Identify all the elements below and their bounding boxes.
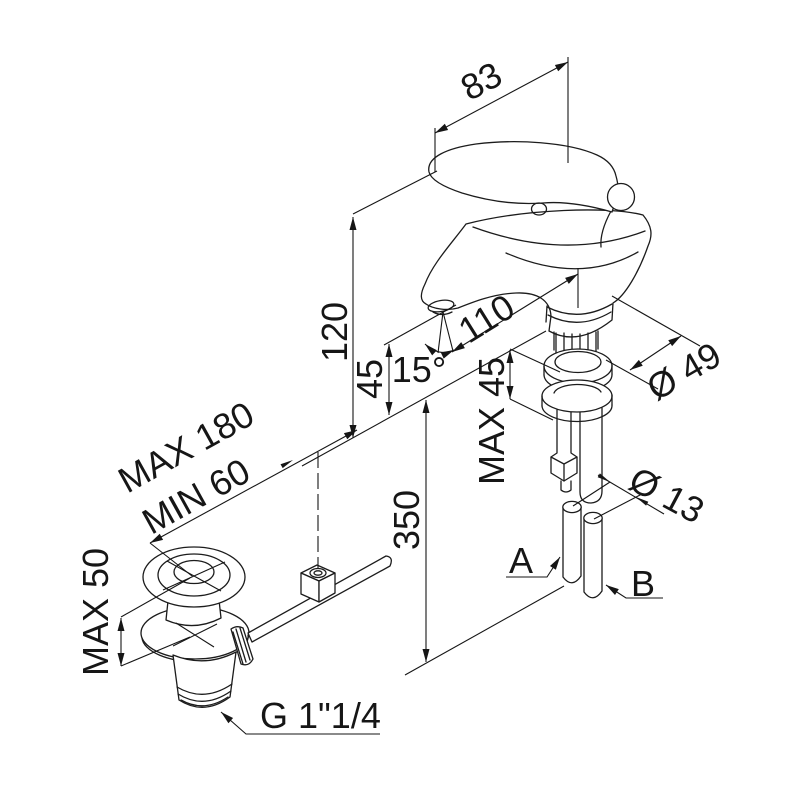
mounting-washer-top bbox=[543, 348, 613, 393]
mixer-handle bbox=[428, 141, 619, 213]
angle-arc-15 bbox=[424, 343, 455, 359]
supply-pipe-upper bbox=[579, 407, 603, 504]
dim-label-max45: MAX 45 bbox=[471, 357, 512, 485]
base-side bbox=[545, 305, 548, 323]
thread-label: G 1"1/4 bbox=[260, 695, 381, 736]
faucet-assembly bbox=[420, 141, 652, 599]
leader-pipe-b bbox=[605, 584, 663, 599]
pipe-end-level-line bbox=[404, 585, 565, 676]
ext-max45-top bbox=[509, 348, 561, 373]
ext-handle-top bbox=[352, 170, 438, 215]
arrow-min60 bbox=[280, 460, 293, 469]
ext-max50-top bbox=[120, 577, 191, 618]
ext-max45-bottom bbox=[509, 398, 554, 421]
stud-hex-edges bbox=[550, 456, 578, 482]
tick-dia13-a bbox=[572, 481, 611, 507]
dim-label-max50: MAX 50 bbox=[75, 548, 116, 676]
cap-hole bbox=[530, 202, 548, 216]
arrow-dia13-a bbox=[597, 473, 610, 482]
dimension-lines bbox=[117, 57, 701, 735]
mounting-washer-bottom bbox=[541, 379, 613, 423]
ext-dia49-lower bbox=[605, 359, 659, 390]
dimline-110 bbox=[451, 273, 579, 353]
pipe-label-a: A bbox=[509, 540, 533, 581]
dim-label-120: 120 bbox=[314, 302, 355, 362]
ext-outlet-level bbox=[383, 304, 457, 346]
dimline-rod-travel bbox=[149, 429, 358, 544]
pipe-b-section-circle bbox=[583, 511, 603, 525]
dimline-83 bbox=[434, 61, 569, 134]
tick-dia13-b bbox=[593, 493, 643, 520]
leader-waste-thread bbox=[220, 711, 380, 735]
supply-pipe-a bbox=[562, 506, 582, 584]
arrow-dia13-b bbox=[636, 497, 649, 506]
knurled-nut bbox=[230, 626, 254, 666]
handle-knob bbox=[606, 182, 636, 212]
drain-tail-thread bbox=[176, 683, 233, 707]
ext-rod-to-drain-center bbox=[149, 542, 193, 577]
dim-label-83: 83 bbox=[454, 53, 509, 108]
collar-center-mark bbox=[172, 622, 218, 648]
stud-tip bbox=[560, 480, 572, 493]
drain-tail bbox=[172, 651, 237, 708]
dim-label-45: 45 bbox=[349, 359, 390, 399]
pop-up-flange bbox=[142, 546, 246, 608]
ext-dia49-upper bbox=[611, 295, 701, 347]
flange-center-mark bbox=[162, 560, 226, 592]
ext-max50-bottom bbox=[120, 636, 191, 667]
cap-bottom-edge bbox=[472, 226, 646, 246]
rod-clamp bbox=[300, 564, 336, 603]
dim-label-dia49: Ø 49 bbox=[640, 334, 728, 409]
dim-label-15deg: 15° bbox=[392, 349, 446, 390]
dim-label-350: 350 bbox=[386, 490, 427, 550]
drain-assembly bbox=[140, 546, 254, 708]
leader-pipe-a bbox=[506, 556, 561, 578]
dimline-dia49 bbox=[629, 335, 682, 371]
dim-label-dia13: Ø 13 bbox=[623, 459, 711, 532]
body-shoulder-edge bbox=[505, 251, 639, 270]
lever-tail bbox=[600, 210, 612, 248]
stream-line-vertical bbox=[437, 311, 444, 354]
supply-pipe-b bbox=[583, 517, 603, 599]
pipe-label-b: B bbox=[631, 563, 655, 604]
